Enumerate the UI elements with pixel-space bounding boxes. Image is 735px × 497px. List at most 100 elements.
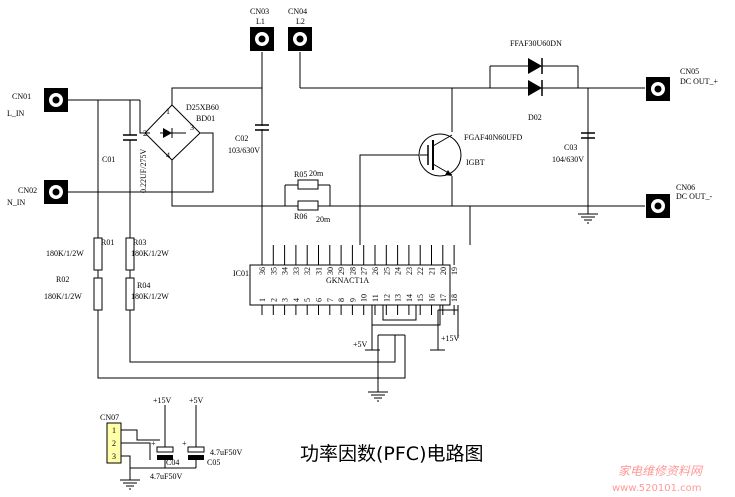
ic-top-pin-number: 33: [292, 267, 301, 275]
r05-value-label: 20m: [309, 169, 324, 178]
connector-cn07: 1 2 3: [106, 422, 122, 464]
bridge-pin-2: 2: [143, 129, 147, 138]
r03-value-label: 180K/1/2W: [131, 249, 169, 258]
r02-ref-label: R02: [56, 275, 69, 284]
ic-top-pin-number: 20: [439, 267, 448, 275]
cn07-pin-3: 3: [112, 452, 116, 461]
r06-ref-label: R06: [294, 212, 307, 221]
c01-ref-label: C01: [102, 155, 115, 164]
ic-bottom-pin-number: 5: [303, 298, 312, 302]
c02-value-label: 103/630V: [228, 146, 260, 155]
ic-bottom-pin-number: 16: [428, 294, 437, 302]
ic-bottom-pin-number: 9: [348, 298, 357, 302]
capacitor-c02: [255, 124, 269, 131]
bridge-pin-1: 1: [166, 107, 170, 116]
cn01-pin-label: L_IN: [7, 109, 25, 118]
resistor-r06: [297, 200, 319, 211]
r05-ref-label: R05: [294, 170, 307, 179]
connector-cn03: [250, 27, 274, 51]
ic-bottom-pin-number: 1: [258, 298, 267, 302]
bridge-part-label: D25XB60: [186, 103, 219, 112]
bridge-rectifier: 2 3 1 4: [143, 104, 201, 161]
cn06-pin-label: DC OUT_-: [676, 192, 713, 201]
c04-value-label: 4.7uF50V: [150, 472, 182, 481]
capacitor-c01: [123, 134, 137, 155]
ic-top-pin-number: 28: [348, 267, 357, 275]
resistor-r05: [297, 179, 319, 190]
ic-bottom-pin-number: 8: [337, 298, 346, 302]
rail-5v-label-supply: +5V: [189, 396, 204, 405]
c01-value-label: 0.22UF/275V: [139, 149, 148, 193]
ic-bottom-pin-number: 12: [382, 294, 391, 302]
c03-ref-label: C03: [564, 143, 577, 152]
bridge-pin-3: 3: [190, 123, 194, 132]
ic-bottom-pin-number: 6: [315, 298, 324, 302]
cn03-pin-label: L1: [256, 17, 265, 26]
cn06-ref-label: CN06: [676, 183, 695, 192]
connector-cn01: [44, 88, 68, 112]
connector-cn05: [646, 77, 670, 101]
watermark-text: 家电维修资料网: [618, 464, 704, 478]
ic01-ref-label: IC01: [233, 269, 249, 278]
ic-top-pin-number: 36: [258, 267, 267, 275]
rail-15v-label-ic: +15V: [441, 334, 460, 343]
bridge-pin-4: 4: [166, 151, 170, 160]
ic-bottom-pin-number: 14: [405, 294, 414, 302]
cn05-ref-label: CN05: [680, 67, 699, 76]
ic-top-pin-number: 35: [269, 267, 278, 275]
ground-symbol-supply: [120, 479, 140, 490]
cn05-pin-label: DC OUT_+: [680, 77, 719, 86]
rail-15v-label-supply: +15V: [153, 396, 172, 405]
r01-value-label: 180K/1/2W: [46, 249, 84, 258]
igbt-part-label: FGAF40N60UFD: [464, 133, 522, 142]
ic01-part-label: GKNACT1A: [326, 276, 369, 285]
r04-value-label: 180K/1/2W: [131, 292, 169, 301]
capacitor-c05: +: [182, 439, 205, 460]
ic-bottom-pin-number: 4: [292, 298, 301, 302]
c05-ref-label: C05: [207, 458, 220, 467]
wires: [68, 52, 645, 480]
c04-ref-label: C04: [166, 458, 179, 467]
ic-top-pin-number: 29: [337, 267, 346, 275]
ic-bottom-pin-number: 7: [326, 298, 335, 302]
r01-ref-label: R01: [101, 238, 114, 247]
ic-bottom-pin-number: 18: [450, 294, 459, 302]
cn04-pin-label: L2: [296, 17, 305, 26]
diagram-title: 功率因数(PFC)电路图: [300, 443, 483, 465]
ic-bottom-pin-number: 15: [416, 294, 425, 302]
ic-bottom-pin-number: 11: [371, 294, 380, 302]
ic-bottom-pin-number: 13: [394, 294, 403, 302]
r06-value-label: 20m: [316, 215, 331, 224]
ic-top-pin-number: 21: [428, 267, 437, 275]
resistor-r03: [125, 237, 135, 271]
svg-text:+: +: [151, 439, 156, 448]
ic-bottom-pin-number: 3: [281, 298, 290, 302]
ic-top-pin-number: 34: [281, 267, 290, 275]
c03-value-label: 104/630V: [552, 155, 584, 164]
cn02-pin-label: N_IN: [7, 198, 25, 207]
ic-top-pin-number: 30: [326, 267, 335, 275]
capacitor-c04: +: [151, 439, 174, 460]
igbt-label: IGBT: [466, 158, 485, 167]
ground-symbol-output: [578, 213, 598, 224]
ic-top-pin-number: 24: [394, 267, 403, 275]
c05-value-label: 4.7uF50V: [210, 448, 242, 457]
ic-top-pin-number: 22: [416, 267, 425, 275]
c02-ref-label: C02: [235, 134, 248, 143]
d02-ref-label: D02: [528, 113, 542, 122]
ic-top-pin-number: 31: [315, 267, 324, 275]
resistor-r02: [93, 277, 103, 311]
ic-top-pin-number: 25: [382, 267, 391, 275]
resistor-r01: [93, 237, 103, 271]
ic-top-pin-number: 27: [360, 267, 369, 275]
connector-cn06: [646, 194, 670, 218]
cn03-ref-label: CN03: [250, 7, 269, 16]
cn07-pin-1: 1: [112, 426, 116, 435]
ground-symbol-ic: [368, 391, 388, 402]
d02-part-label: FFAF30U60DN: [510, 39, 562, 48]
igbt-transistor: [418, 133, 462, 177]
ic-bottom-pin-number: 2: [269, 298, 278, 302]
ic-top-pin-number: 19: [450, 267, 459, 275]
